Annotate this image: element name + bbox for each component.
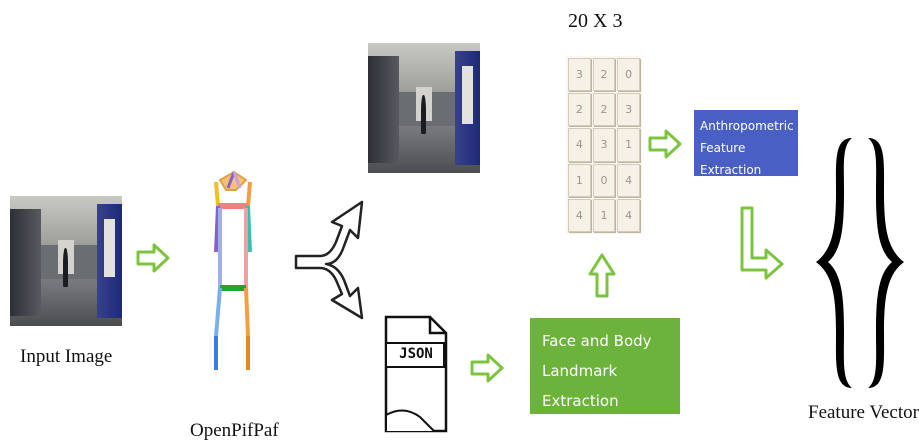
feature-matrix: 3 2 0 2 2 3 4 3 1 1 0 4 4 1 4 xyxy=(566,56,642,234)
split-arrow-icon xyxy=(294,200,364,320)
corridor-image xyxy=(368,43,480,173)
landmark-box-line1: Face and Body xyxy=(542,332,652,350)
landmark-extraction-box: Face and Body Landmark Extraction xyxy=(530,318,680,414)
matrix-cell: 1 xyxy=(592,198,616,232)
anthro-box-line2: Feature Extraction xyxy=(700,141,762,177)
matrix-size-label: 20 X 3 xyxy=(568,10,623,32)
matrix-cell: 3 xyxy=(592,128,616,162)
matrix-cell: 4 xyxy=(617,198,640,232)
curly-brace-icon xyxy=(816,138,904,388)
matrix-cell: 0 xyxy=(592,163,616,197)
openpifpaf-label: OpenPifPaf xyxy=(190,420,279,441)
anthropometric-box: Anthropometric Feature Extraction xyxy=(694,110,798,177)
json-label: JSON xyxy=(399,346,433,362)
matrix-cell: 1 xyxy=(568,163,591,197)
hollow-right-arrow-icon xyxy=(136,243,170,273)
input-image xyxy=(10,196,122,326)
hollow-right-arrow-icon xyxy=(648,129,682,159)
matrix-cell: 1 xyxy=(617,128,640,162)
matrix-cell: 4 xyxy=(617,163,640,197)
input-image-label: Input Image xyxy=(20,346,113,367)
matrix-cell: 0 xyxy=(617,58,640,92)
matrix-cell: 2 xyxy=(592,93,616,127)
up-arrow-icon xyxy=(588,253,616,298)
anthro-box-line1: Anthropometric xyxy=(700,119,794,133)
matrix-cell: 4 xyxy=(568,198,591,232)
hollow-right-arrow-icon xyxy=(470,353,504,383)
matrix-cell: 2 xyxy=(568,93,591,127)
matrix-cell: 2 xyxy=(592,58,616,92)
feature-vector-label: Feature Vector xyxy=(808,402,919,423)
json-file-icon xyxy=(384,315,448,433)
landmark-box-line2: Landmark Extraction xyxy=(542,362,619,410)
matrix-cell: 3 xyxy=(617,93,640,127)
l-turn-arrow-icon xyxy=(740,206,784,280)
skeleton-icon xyxy=(214,170,252,370)
matrix-cell: 3 xyxy=(568,58,591,92)
matrix-cell: 4 xyxy=(568,128,591,162)
